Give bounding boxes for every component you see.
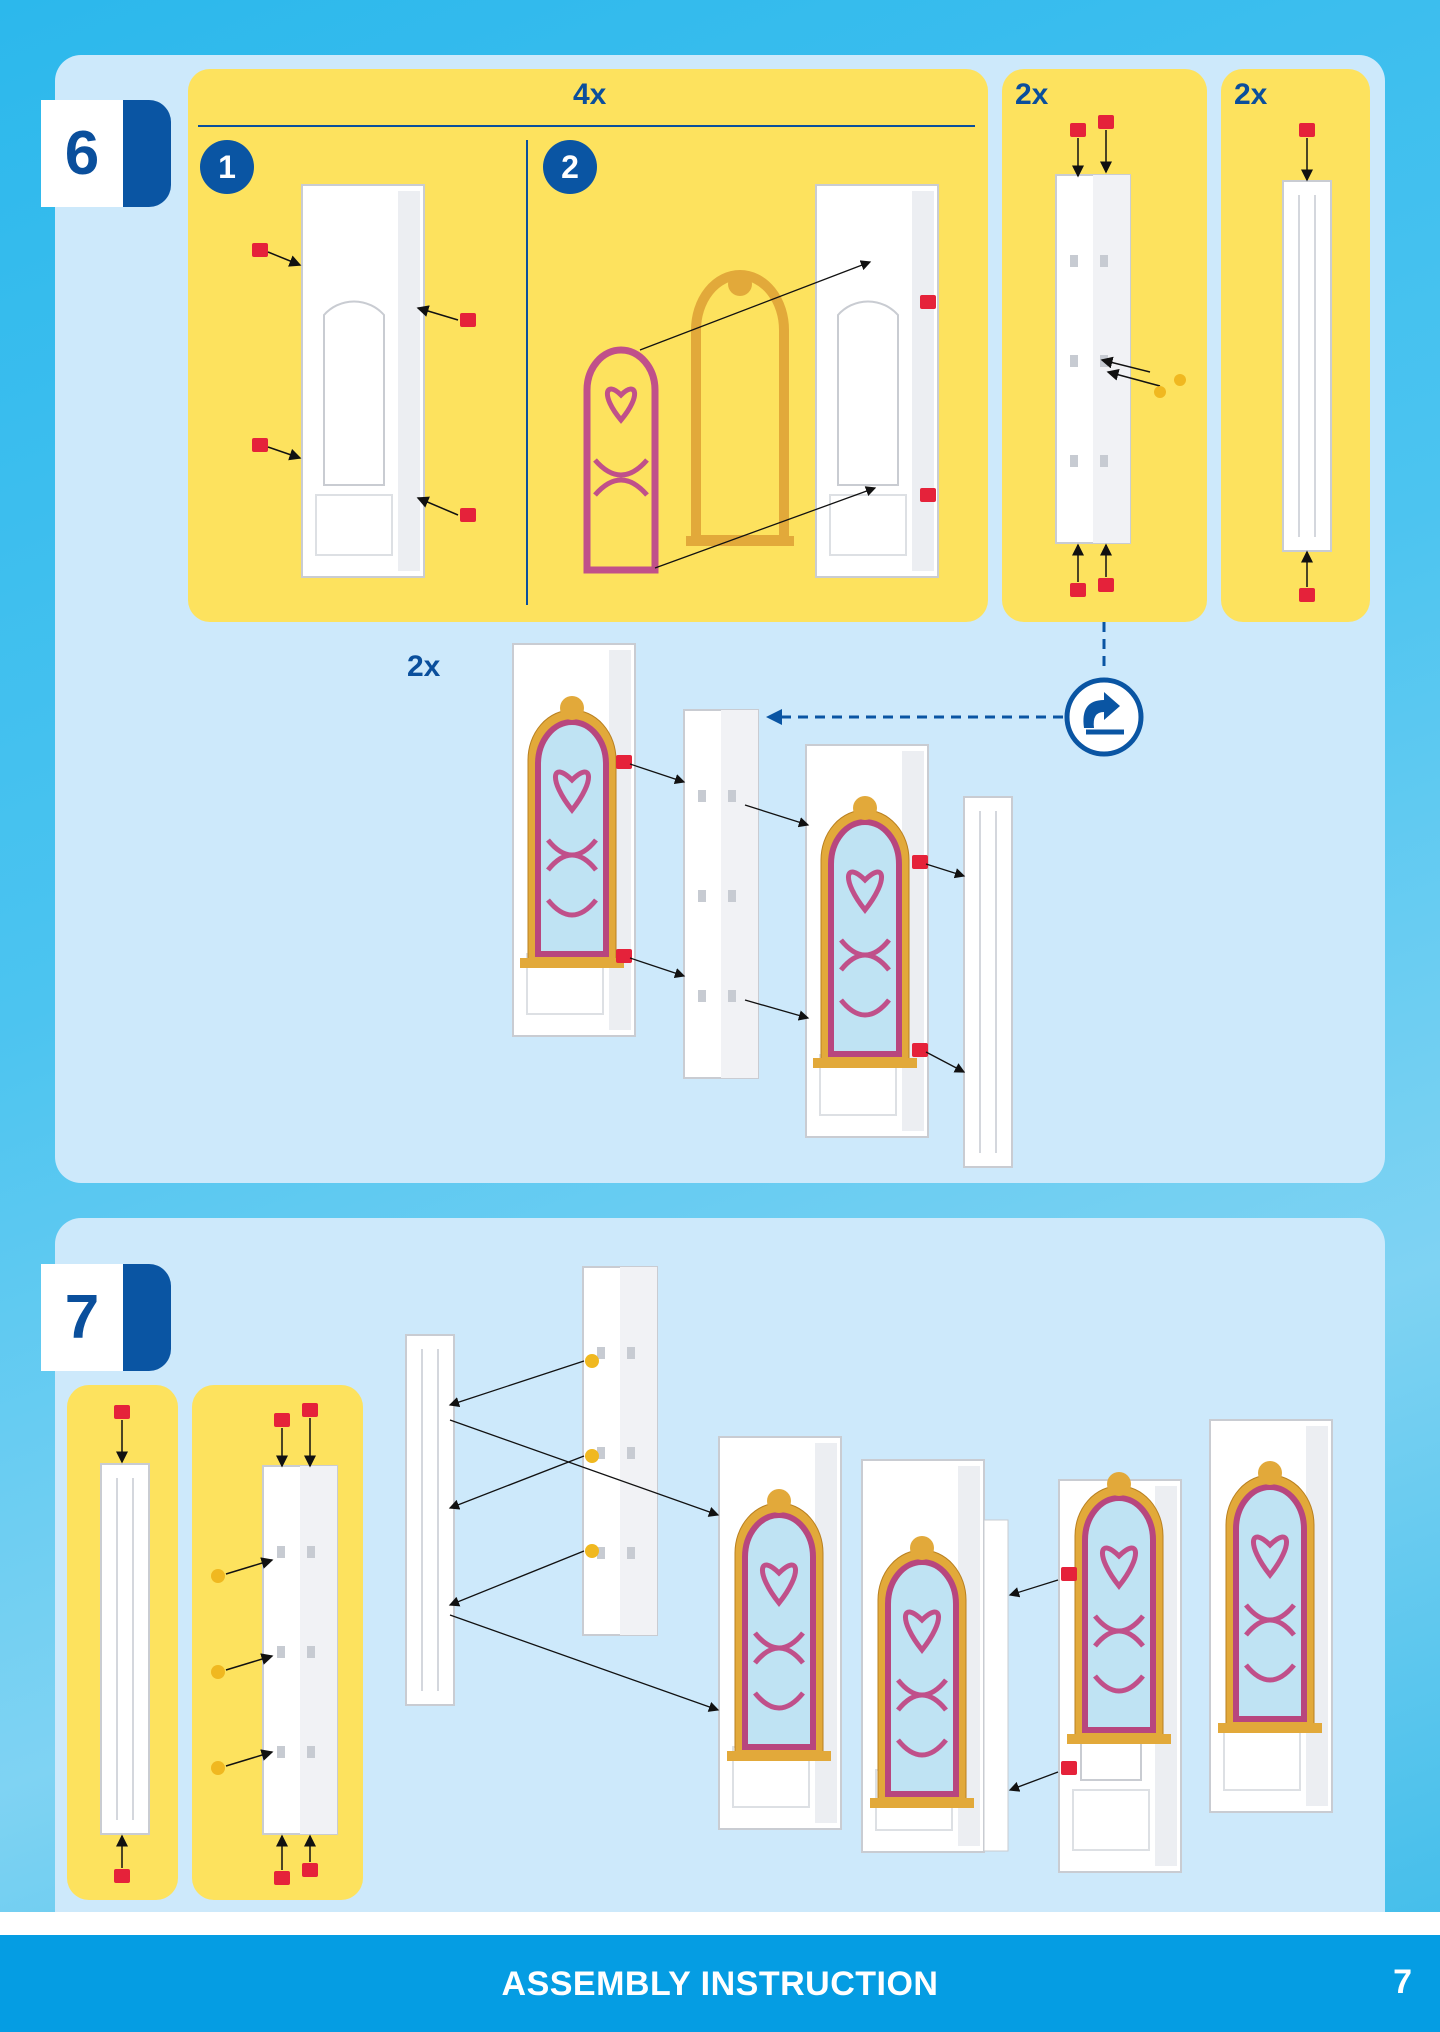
divider bbox=[0, 1912, 1440, 1935]
lattice-panel bbox=[583, 346, 659, 574]
quantity-label: 2x bbox=[1015, 78, 1049, 111]
golden-arch bbox=[691, 270, 789, 545]
page-number: 7 bbox=[1393, 1963, 1412, 2001]
substep-1-badge: 1 bbox=[200, 140, 254, 194]
quantity-label: 4x bbox=[573, 78, 607, 111]
step-number: 6 bbox=[41, 100, 123, 207]
assembled-wall-right bbox=[1058, 1419, 1333, 1873]
step-6-badge: 6 bbox=[41, 100, 171, 207]
rotate-icon bbox=[1064, 677, 1144, 757]
footer: ASSEMBLY INSTRUCTION 7 bbox=[0, 1935, 1440, 2032]
footer-title: ASSEMBLY INSTRUCTION bbox=[501, 1965, 939, 2003]
quantity-label: 2x bbox=[407, 650, 441, 683]
assembled-wall-left bbox=[718, 1436, 1009, 1853]
step-7-badge: 7 bbox=[41, 1264, 171, 1371]
step-number: 7 bbox=[41, 1264, 123, 1371]
rotate-dashed-line bbox=[775, 622, 1106, 719]
quantity-label: 2x bbox=[1234, 78, 1268, 111]
substep-2-badge: 2 bbox=[543, 140, 597, 194]
